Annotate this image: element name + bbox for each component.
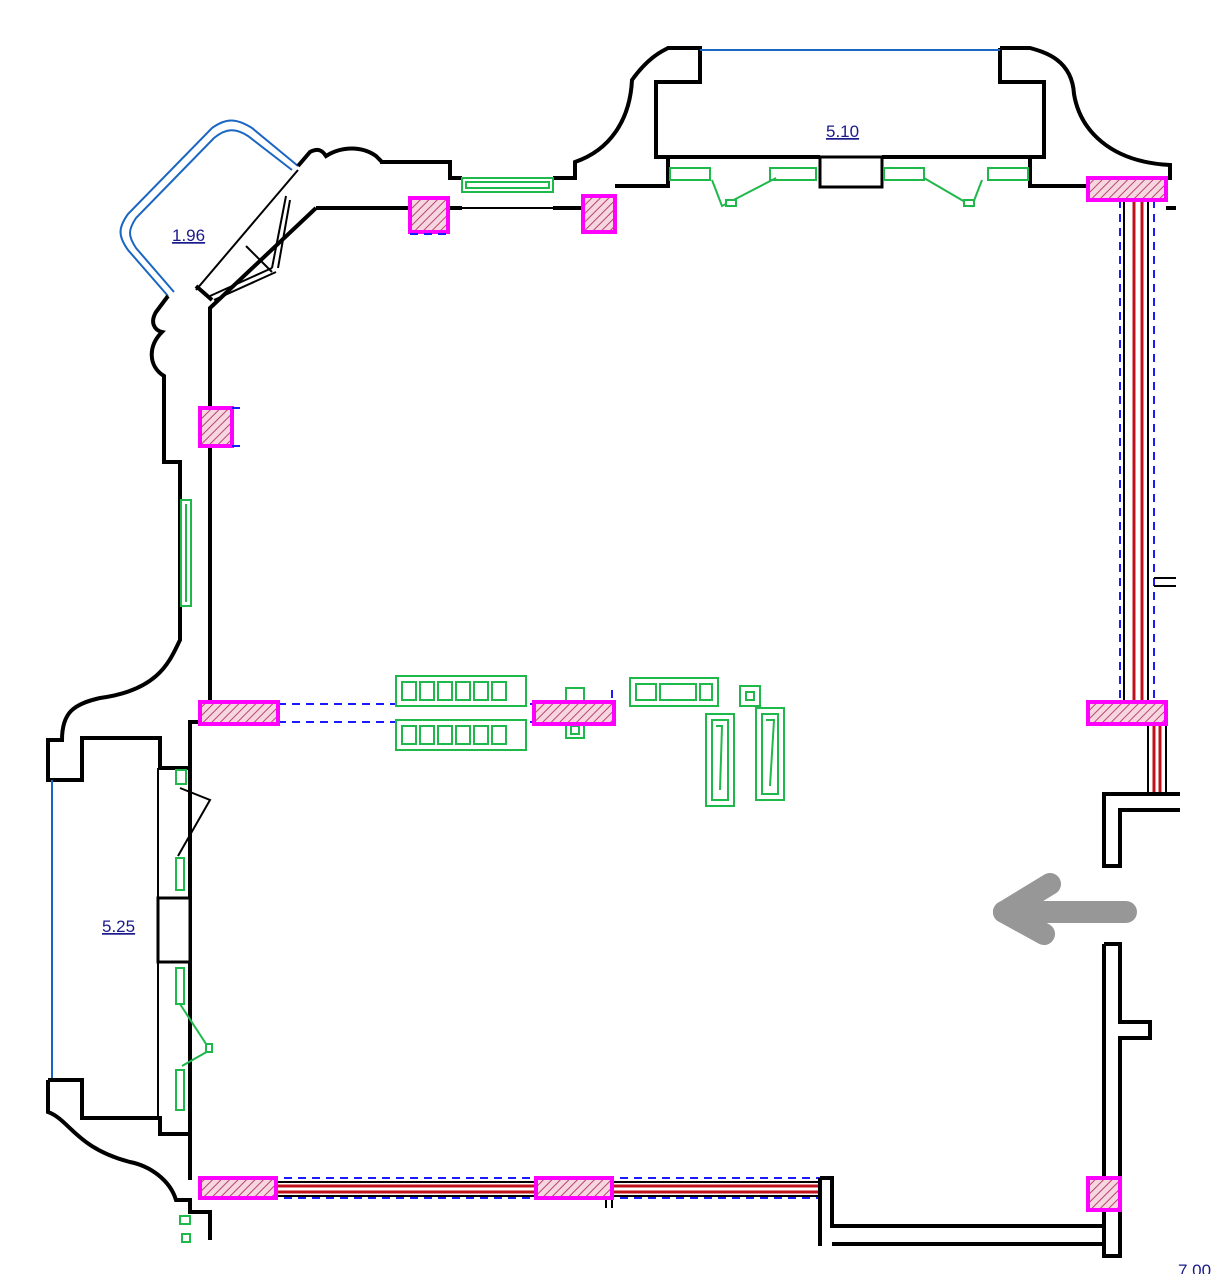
arrow-left-icon bbox=[993, 873, 1137, 945]
left-window-upper bbox=[180, 499, 192, 607]
corner-bay bbox=[119, 119, 450, 498]
top-bay-windows bbox=[669, 167, 1029, 208]
column-dash-outlines bbox=[232, 233, 448, 447]
dimension-left-bay: 5.25 bbox=[102, 917, 135, 936]
left-wall-upper bbox=[46, 446, 212, 782]
dimension-top-bay: 5.10 bbox=[826, 122, 859, 141]
top-wall bbox=[316, 46, 1172, 210]
top-bay-pier bbox=[818, 155, 884, 189]
stored-window-panels bbox=[395, 675, 785, 807]
dimension-bottom-right: 7.00 bbox=[1178, 1261, 1211, 1274]
structural-columns bbox=[198, 176, 1168, 1212]
left-bay bbox=[46, 768, 213, 1240]
top-window-small bbox=[461, 177, 554, 209]
right-wall bbox=[1102, 200, 1180, 1258]
dimension-corner-bay: 1.96 bbox=[172, 226, 205, 245]
bottom-wall bbox=[179, 1176, 1104, 1246]
